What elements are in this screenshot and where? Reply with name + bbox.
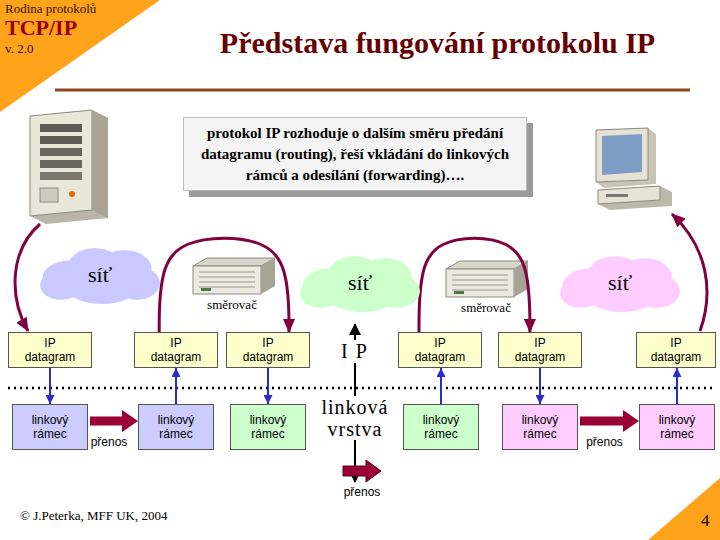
network-label: síť (348, 270, 372, 296)
transfer-arrow (580, 417, 625, 426)
box-label: IP datagram (515, 336, 566, 364)
transfer-label: přenos (344, 485, 381, 499)
server-icon (30, 110, 108, 224)
encapsulation-arrow (175, 368, 177, 404)
layer-label: linková vrstva (320, 396, 391, 440)
box-label: IP datagram (415, 336, 466, 364)
router-icon (193, 258, 275, 294)
ip-datagram-box: IP datagram (8, 332, 92, 368)
delivery-arrow (672, 214, 707, 331)
layer-boundary (8, 387, 712, 390)
box-label: linkový rámec (659, 413, 696, 441)
encapsulation-arrow (267, 368, 269, 404)
series-title: TCP/IP (5, 15, 77, 41)
encapsulation-arrow (49, 368, 51, 404)
link-frame-box: linkový rámec (502, 404, 578, 450)
router-label: směrovač (207, 297, 257, 313)
network-label: síť (88, 262, 112, 288)
box-label: IP datagram (243, 336, 294, 364)
forwarding-arrow (159, 238, 289, 332)
network-cloud: síť (558, 252, 682, 314)
link-frame-box: linkový rámec (138, 404, 214, 450)
encapsulation-arrow (676, 368, 678, 404)
transfer-arrow (343, 460, 381, 482)
box-label: IP datagram (151, 336, 202, 364)
transfer-label: přenos (586, 435, 623, 449)
pc-icon (596, 128, 672, 210)
encapsulation-arrow (539, 368, 541, 404)
box-label: linkový rámec (158, 413, 195, 441)
network-cloud: síť (38, 244, 162, 306)
copyright: © J.Peterka, MFF UK, 2004 (20, 508, 167, 524)
ip-datagram-box: IP datagram (498, 332, 582, 368)
link-frame-box: linkový rámec (403, 404, 479, 450)
transfer-label: přenos (91, 435, 128, 449)
network-cloud: síť (298, 252, 422, 314)
link-frame-box: linkový rámec (12, 404, 88, 450)
box-label: linkový rámec (32, 413, 69, 441)
version-label: v. 2.0 (5, 41, 33, 57)
router-icon (446, 261, 528, 297)
transfer-arrow (90, 417, 124, 426)
delivery-arrow (15, 224, 40, 331)
box-label: linkový rámec (423, 413, 460, 441)
ip-datagram-box: IP datagram (226, 332, 310, 368)
series-name: Rodina protokolů (5, 1, 96, 17)
ip-datagram-box: IP datagram (636, 332, 716, 368)
corner-triangle (0, 0, 160, 112)
box-label: linkový rámec (522, 413, 559, 441)
ip-datagram-box: IP datagram (398, 332, 482, 368)
router-label: směrovač (461, 300, 511, 316)
ip-datagram-box: IP datagram (134, 332, 218, 368)
link-frame-box: linkový rámec (230, 404, 306, 450)
link-frame-box: linkový rámec (639, 404, 715, 450)
network-label: síť (608, 270, 632, 296)
box-label: IP datagram (651, 336, 702, 364)
corner-triangle (648, 478, 720, 540)
slide-title: Představa fungování protokolu IP (160, 26, 715, 60)
encapsulation-arrow (440, 368, 442, 404)
box-label: IP datagram (25, 336, 76, 364)
page-number: 4 (701, 511, 710, 531)
layer-label: IP (339, 340, 377, 363)
box-label: linkový rámec (250, 413, 287, 441)
title-rule (55, 89, 690, 92)
callout-box: protokol IP rozhoduje o dalším směru pře… (183, 117, 527, 191)
callout-text: protokol IP rozhoduje o dalším směru pře… (190, 123, 520, 186)
forwarding-arrow (419, 238, 530, 332)
